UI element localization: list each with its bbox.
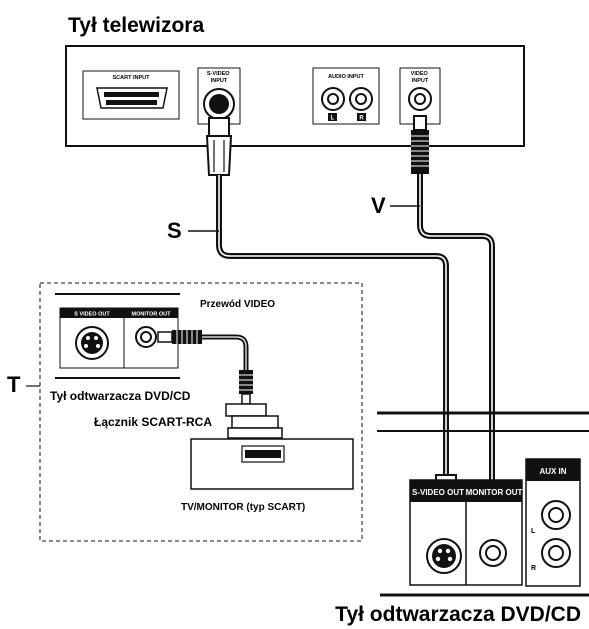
tv-audio-input: AUDIO INPUT L R [312, 67, 380, 125]
tv-back-title: Tył telewizora [68, 14, 204, 37]
video-cable-label: V [371, 193, 386, 218]
dvd-aux-r-label: R [531, 565, 536, 572]
tv-svideo-input-label: S-VIDEO INPUT [207, 71, 231, 84]
dvd-aux-in: AUX IN L R [525, 458, 581, 587]
inset-svideo-out-label: S VIDEO OUT [74, 312, 110, 318]
inset-tv-monitor-label: TV/MONITOR (typ SCART) [181, 502, 305, 513]
dvd-aux-l-label: L [531, 528, 536, 535]
dvd-aux-in-label: AUX IN [539, 467, 566, 476]
tv-back-panel: SCART INPUT S-VIDEO INPUT AUDIO INPUT [65, 45, 525, 147]
tv-audio-r-label: R [359, 116, 364, 122]
tv-audio-input-label: AUDIO INPUT [328, 74, 364, 80]
inset-t-label: T [7, 372, 21, 397]
dvd-svideo-out-label: S-VIDEO OUT [412, 488, 464, 497]
svideo-cable-label: S [167, 218, 182, 243]
dvd-back-panel: S-VIDEO OUT MONITOR OUT AUX IN L R [377, 411, 589, 597]
video-cable [411, 115, 501, 535]
scart-option-inset: T S VIDEO OUT MONITOR OUT [7, 282, 363, 542]
dvd-monitor-out-label: MONITOR OUT [466, 488, 523, 497]
tv-video-input: VIDEO INPUT [399, 67, 441, 125]
tv-audio-l-label: L [331, 116, 335, 122]
inset-video-cable-label: Przewód VIDEO [200, 299, 275, 310]
inset-dvd-back-label: Tył odtwarzacza DVD/CD [50, 389, 191, 403]
tv-video-input-label: VIDEO INPUT [411, 71, 430, 84]
tv-scart-input: SCART INPUT [82, 70, 180, 120]
tv-scart-input-label: SCART INPUT [113, 75, 151, 81]
inset-scart-rca-label: Łącznik SCART-RCA [94, 415, 212, 429]
inset-monitor-out-label: MONITOR OUT [131, 312, 171, 318]
dvd-back-title: Tył odtwarzacza DVD/CD [335, 603, 581, 626]
tv-svideo-input: S-VIDEO INPUT [197, 67, 241, 125]
